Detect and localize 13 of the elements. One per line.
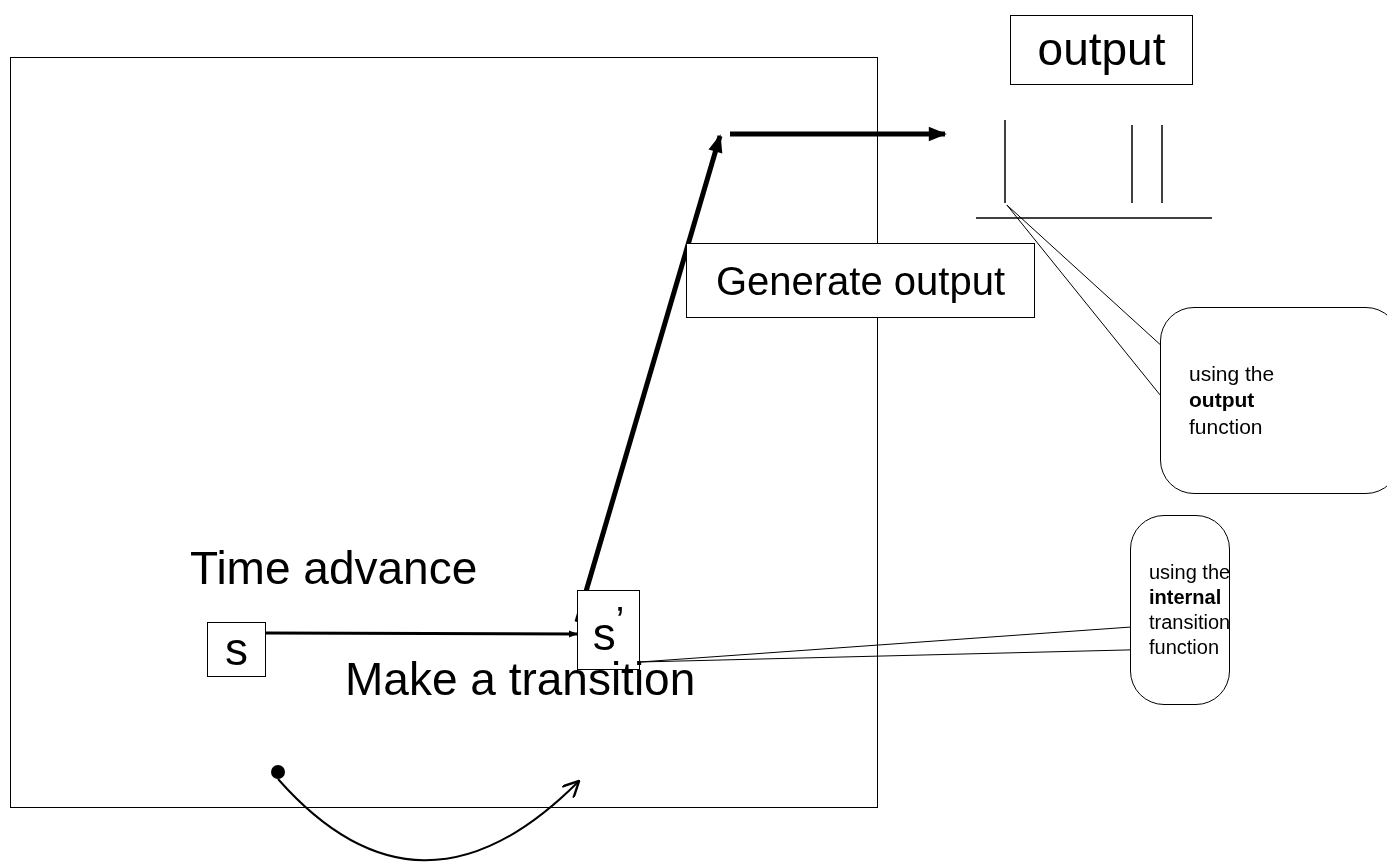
- leader-line: [639, 626, 1131, 663]
- arrow: [574, 134, 723, 623]
- callout-bubble: using the output function: [1160, 307, 1387, 494]
- arrow: [266, 630, 578, 638]
- output-box: output: [1010, 15, 1193, 85]
- leader-line: [1006, 204, 1161, 396]
- process-box: Generate output: [686, 243, 1035, 318]
- curved-arrow: [277, 778, 581, 862]
- state-box: s: [207, 622, 266, 677]
- start-dot: [271, 765, 285, 779]
- arrow: [730, 126, 947, 142]
- stage-label: Time advance: [190, 545, 478, 591]
- callout-bubble: using the internal transition function: [1130, 515, 1230, 705]
